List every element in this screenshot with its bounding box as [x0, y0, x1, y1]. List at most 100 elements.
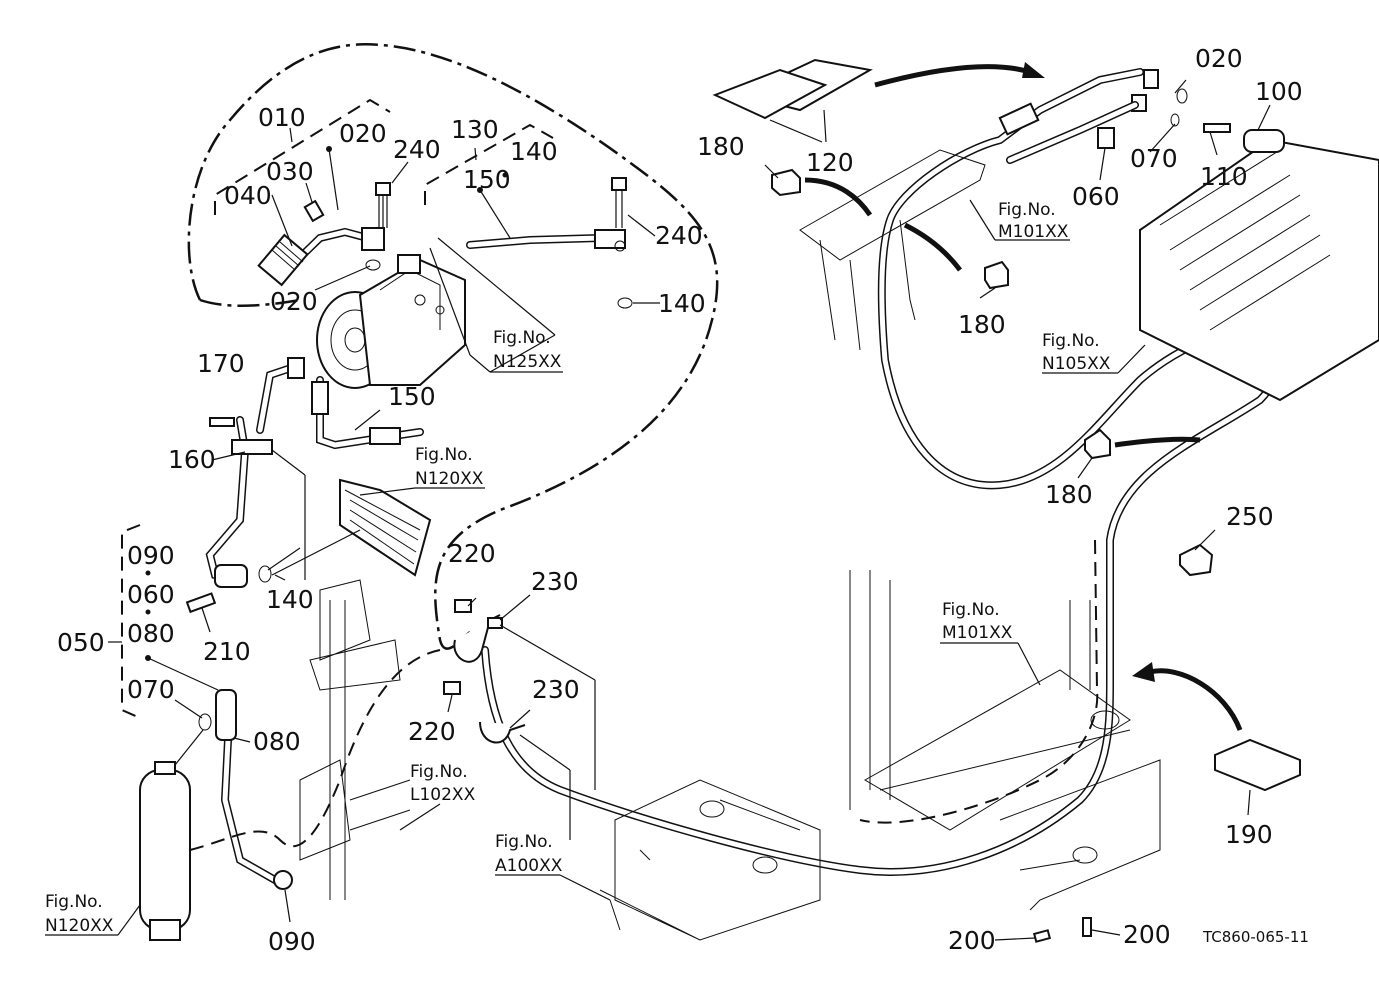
receiver-dryer	[139, 761, 191, 941]
fig-ref-m101-mid-code: M101XX	[942, 623, 1013, 643]
arrow-180-b	[903, 222, 962, 272]
callout-230-lower: 230	[532, 675, 580, 704]
callout-040: 040	[224, 181, 272, 210]
callout-250: 250	[1226, 502, 1274, 531]
bracket-130	[424, 123, 554, 205]
pad-180-b	[984, 260, 1009, 290]
callout-230: 230	[531, 567, 579, 596]
clamp-230-lower	[479, 721, 526, 744]
fig-ref-a100-label: Fig.No.	[495, 832, 553, 852]
callout-190: 190	[1225, 820, 1273, 849]
arrow-190	[1149, 668, 1243, 731]
chassis-frame	[599, 779, 821, 941]
o-ring-140-lower	[258, 565, 272, 583]
frame-hole-4	[1072, 846, 1098, 864]
fig-ref-m101-top-code: M101XX	[998, 222, 1069, 242]
bolt-170	[209, 417, 235, 427]
callout-200: 200	[948, 926, 996, 955]
callout-080-lower: 080	[253, 727, 301, 756]
callout-090-lower: 090	[268, 927, 316, 956]
bolt-210	[185, 592, 217, 614]
bolt-240-right	[611, 177, 627, 228]
hose-fitting-upper	[998, 102, 1040, 136]
callout-020: 020	[339, 119, 387, 148]
callout-240-right: 240	[655, 221, 703, 250]
fig-ref-n105-label: Fig.No.	[1042, 331, 1100, 351]
pipe-upper-right-inner	[1007, 102, 1138, 163]
callout-220: 220	[448, 539, 496, 568]
callout-080: 080	[127, 619, 175, 648]
fig-ref-m101-top-label: Fig.No.	[998, 200, 1056, 220]
frame-hole-3	[1090, 710, 1120, 730]
pad-180-a	[771, 168, 801, 197]
callout-130: 130	[451, 115, 499, 144]
compressor	[316, 254, 466, 389]
callout-060: 060	[127, 580, 175, 609]
callout-060-right: 060	[1072, 182, 1120, 211]
callout-140-lower: 140	[266, 585, 314, 614]
bracket-010	[214, 98, 391, 215]
callout-150-lower: 150	[388, 382, 436, 411]
bolt-220-lower	[443, 681, 461, 695]
callout-140-right: 140	[658, 289, 706, 318]
hose-150	[466, 229, 626, 252]
callout-070-right: 070	[1130, 144, 1178, 173]
condenser	[339, 478, 432, 577]
muffler	[311, 381, 329, 415]
block-fitting	[214, 564, 248, 588]
fig-ref-m101-mid-label: Fig.No.	[942, 600, 1000, 620]
fig-ref-n105-code: N105XX	[1042, 354, 1111, 374]
callout-100: 100	[1255, 77, 1303, 106]
leader-130	[474, 147, 477, 161]
fitting-080	[215, 689, 237, 741]
callout-170: 170	[197, 349, 245, 378]
callout-150: 150	[463, 165, 511, 194]
frame-left	[299, 579, 411, 900]
leader-lines	[45, 79, 1271, 941]
o-ring-070	[198, 713, 212, 731]
fig-ref-n120-code: N120XX	[415, 469, 484, 489]
callout-020-right: 020	[1195, 44, 1243, 73]
callout-070: 070	[127, 675, 175, 704]
arrow-180-a	[804, 177, 873, 217]
frame-hole-2	[752, 856, 778, 874]
leader-120b	[823, 109, 827, 143]
fig-ref-n125-code: N125XX	[493, 352, 562, 372]
pad-180-c	[1084, 428, 1111, 460]
switch-060	[1097, 127, 1115, 149]
callout-140: 140	[510, 137, 558, 166]
hose-main	[481, 68, 1283, 876]
dot-090-060	[145, 570, 151, 576]
fig-ref-n120-lower-label: Fig.No.	[45, 892, 103, 912]
bolt-220-upper	[454, 599, 472, 613]
bracket-050	[121, 524, 141, 719]
callout-010: 010	[258, 103, 306, 132]
callout-120: 120	[806, 148, 854, 177]
callout-110: 110	[1200, 162, 1248, 191]
o-ring-020	[365, 259, 381, 271]
callout-090: 090	[127, 541, 175, 570]
leader-120a	[769, 119, 823, 143]
clamp-160	[231, 439, 273, 455]
leader-010	[289, 127, 293, 143]
callout-180: 180	[697, 132, 745, 161]
hose-front-dashed	[189, 649, 441, 851]
chassis-right	[849, 570, 1161, 911]
dot-150-140	[502, 172, 508, 178]
arrow-120	[874, 64, 1031, 88]
frame-hole-1	[699, 800, 725, 818]
fig-ref-n120-lower-code: N120XX	[45, 916, 114, 936]
callout-020-lower: 020	[270, 287, 318, 316]
callout-030: 030	[266, 157, 314, 186]
drawing-code: TC860-065-11	[1202, 928, 1309, 946]
bolt-240	[375, 182, 391, 228]
muffler-upper	[287, 357, 305, 379]
fig-ref-a100-code: A100XX	[495, 856, 563, 876]
evaporator-unit	[1139, 138, 1379, 402]
clamp-230-upper	[453, 614, 503, 663]
arrow-head-120	[1022, 62, 1045, 78]
cab-frame	[799, 149, 986, 351]
bolt-110	[1203, 123, 1231, 133]
hose-assembly-010	[257, 199, 385, 287]
